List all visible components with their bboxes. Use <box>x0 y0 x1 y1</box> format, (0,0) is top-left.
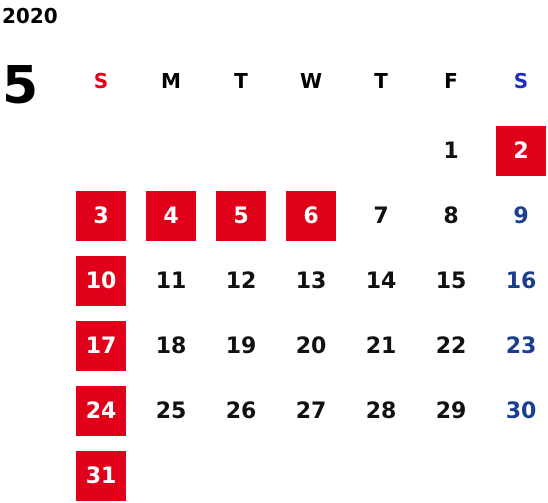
day-cell-12[interactable]: 12 <box>225 268 257 294</box>
day-cell-28[interactable]: 28 <box>365 398 397 424</box>
weekday-header-2: T <box>234 69 248 93</box>
weekday-header-1: M <box>161 69 181 93</box>
day-cell-14[interactable]: 14 <box>365 268 397 294</box>
day-cell-10[interactable]: 10 <box>76 256 126 306</box>
day-cell-27[interactable]: 27 <box>295 398 327 424</box>
day-cell-15[interactable]: 15 <box>435 268 467 294</box>
day-cell-21[interactable]: 21 <box>365 333 397 359</box>
weekday-header-4: T <box>374 69 388 93</box>
weekday-header-6: S <box>513 69 529 93</box>
weekday-header-3: W <box>299 69 323 93</box>
day-cell-17[interactable]: 17 <box>76 321 126 371</box>
day-cell-22[interactable]: 22 <box>435 333 467 359</box>
day-cell-9[interactable]: 9 <box>513 203 529 229</box>
day-cell-13[interactable]: 13 <box>295 268 327 294</box>
day-cell-7[interactable]: 7 <box>373 203 389 229</box>
day-cell-20[interactable]: 20 <box>295 333 327 359</box>
weekday-header-5: F <box>444 69 458 93</box>
day-cell-8[interactable]: 8 <box>443 203 459 229</box>
day-cell-6[interactable]: 6 <box>286 191 336 241</box>
day-cell-25[interactable]: 25 <box>155 398 187 424</box>
month-number: 5 <box>2 56 39 116</box>
day-cell-18[interactable]: 18 <box>155 333 187 359</box>
day-cell-23[interactable]: 23 <box>505 333 537 359</box>
day-cell-16[interactable]: 16 <box>505 268 537 294</box>
year-label: 2020 <box>2 4 58 28</box>
day-cell-26[interactable]: 26 <box>225 398 257 424</box>
day-cell-3[interactable]: 3 <box>76 191 126 241</box>
day-cell-29[interactable]: 29 <box>435 398 467 424</box>
day-cell-5[interactable]: 5 <box>216 191 266 241</box>
weekday-header-0: S <box>93 69 109 93</box>
day-cell-19[interactable]: 19 <box>225 333 257 359</box>
day-cell-31[interactable]: 31 <box>76 451 126 501</box>
day-cell-24[interactable]: 24 <box>76 386 126 436</box>
day-cell-30[interactable]: 30 <box>505 398 537 424</box>
day-cell-2[interactable]: 2 <box>496 126 546 176</box>
day-cell-1[interactable]: 1 <box>443 138 459 164</box>
day-cell-4[interactable]: 4 <box>146 191 196 241</box>
day-cell-11[interactable]: 11 <box>155 268 187 294</box>
